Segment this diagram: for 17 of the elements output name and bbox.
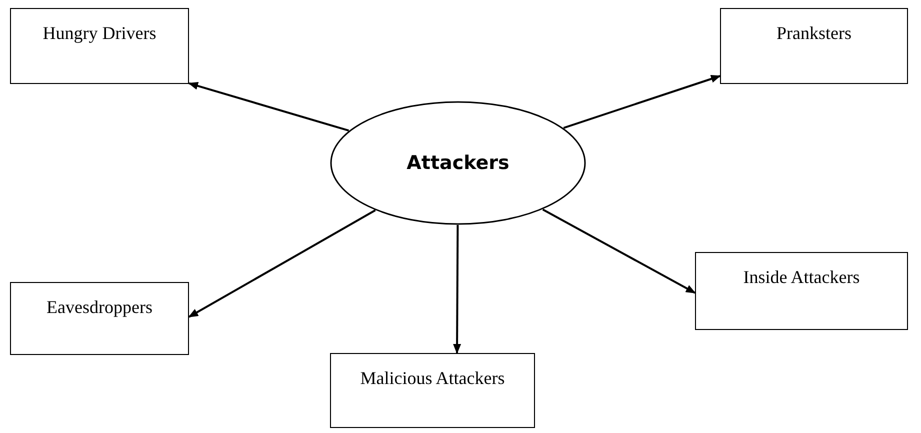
- category-box: [10, 8, 189, 84]
- node-label: Pranksters: [776, 23, 852, 43]
- ellipse-node: [330, 101, 586, 225]
- category-box: [695, 252, 908, 330]
- node-label: Malicious Attackers: [360, 368, 505, 388]
- arrow: [188, 82, 350, 132]
- node-label: Eavesdroppers: [46, 297, 152, 317]
- arrow: [453, 225, 462, 354]
- arrow: [542, 208, 696, 294]
- arrow: [563, 75, 721, 129]
- arrow: [188, 209, 376, 318]
- node-label: Attackers: [406, 152, 510, 174]
- category-box: [330, 353, 535, 428]
- category-box: [10, 282, 189, 355]
- node-label: Inside Attackers: [743, 267, 860, 287]
- node-label: Hungry Drivers: [42, 23, 156, 43]
- category-box: [720, 8, 908, 84]
